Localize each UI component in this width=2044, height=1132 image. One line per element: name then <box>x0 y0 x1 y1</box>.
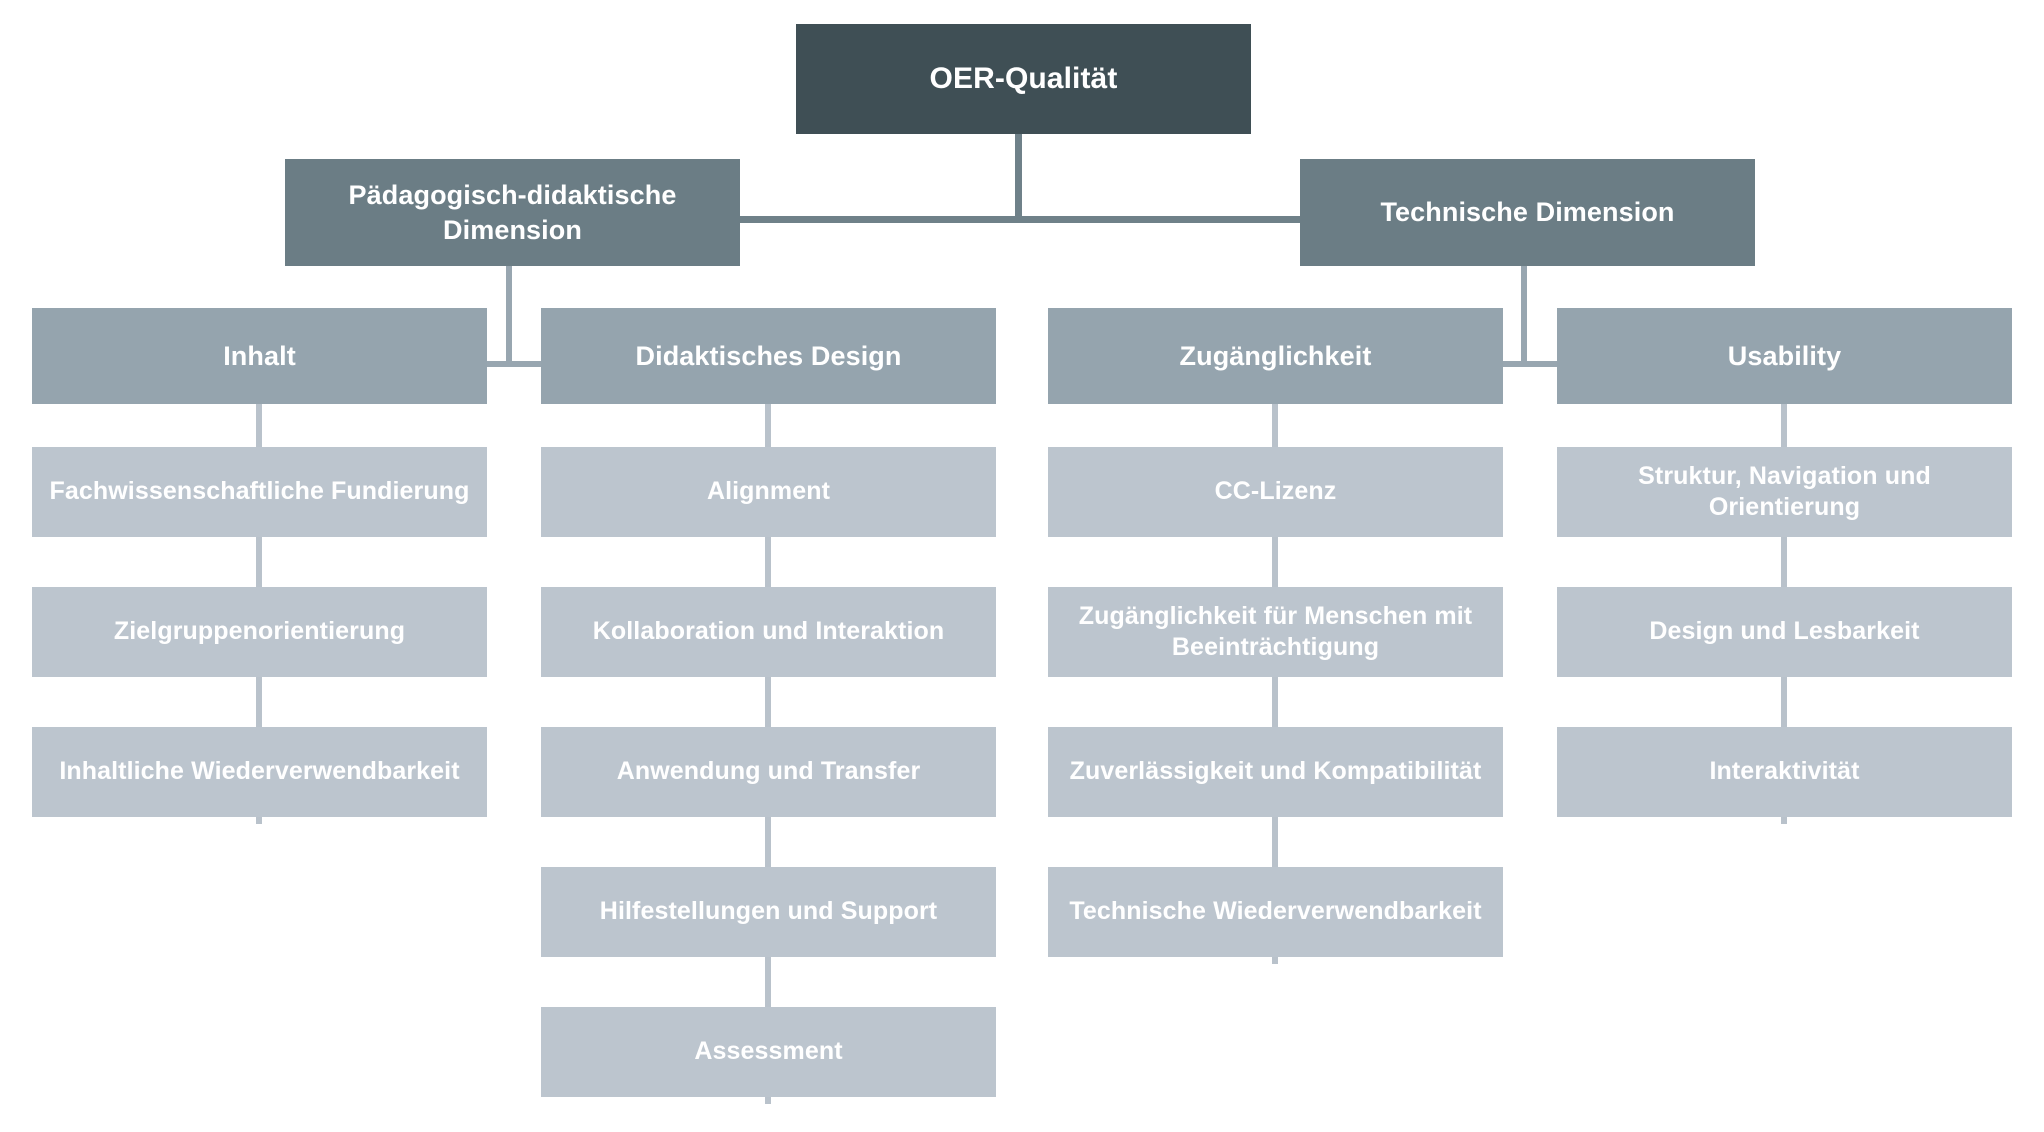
node-leaf-usability-3[interactable]: Interaktivität <box>1557 727 2012 817</box>
node-leaf-didaktisches-design-5[interactable]: Assessment <box>541 1007 996 1097</box>
node-label: Hilfestellungen und Support <box>599 897 938 926</box>
connector-left-dimension-horizontal <box>486 361 546 367</box>
node-label: OER-Qualität <box>929 62 1118 96</box>
node-leaf-zugaenglichkeit-1[interactable]: CC-Lizenz <box>1048 447 1503 537</box>
node-label: Kollaboration und Interaktion <box>592 617 945 646</box>
node-category-inhalt[interactable]: Inhalt <box>32 308 487 404</box>
node-root-oer-qualitaet[interactable]: OER-Qualität <box>796 24 1251 134</box>
node-label: Didaktisches Design <box>635 340 902 371</box>
node-label: Zugänglichkeit <box>1179 340 1372 371</box>
connector-left-dimension-vertical <box>506 266 512 366</box>
node-label: Struktur, Navigation und Orientierung <box>1638 461 1931 522</box>
node-label: Inhaltliche Wiederverwendbarkeit <box>59 757 460 786</box>
node-label: Technische Wiederverwendbarkeit <box>1069 897 1482 926</box>
node-label: CC-Lizenz <box>1214 477 1337 506</box>
node-label: Design und Lesbarkeit <box>1649 617 1920 646</box>
node-label: Assessment <box>694 1037 843 1066</box>
node-leaf-zugaenglichkeit-4[interactable]: Technische Wiederverwendbarkeit <box>1048 867 1503 957</box>
node-label: Inhalt <box>223 340 296 371</box>
node-category-usability[interactable]: Usability <box>1557 308 2012 404</box>
node-label: Anwendung und Transfer <box>616 757 921 786</box>
node-label: Zielgruppenorientierung <box>113 617 406 646</box>
node-leaf-inhalt-2[interactable]: Zielgruppenorientierung <box>32 587 487 677</box>
node-leaf-didaktisches-design-3[interactable]: Anwendung und Transfer <box>541 727 996 817</box>
node-leaf-usability-1[interactable]: Struktur, Navigation und Orientierung <box>1557 447 2012 537</box>
connector-right-dimension-vertical <box>1521 266 1527 366</box>
node-leaf-didaktisches-design-1[interactable]: Alignment <box>541 447 996 537</box>
node-leaf-didaktisches-design-2[interactable]: Kollaboration und Interaktion <box>541 587 996 677</box>
node-label: Zuverlässigkeit und Kompatibilität <box>1069 757 1482 786</box>
node-leaf-zugaenglichkeit-3[interactable]: Zuverlässigkeit und Kompatibilität <box>1048 727 1503 817</box>
node-dimension-paedagogisch-didaktische[interactable]: Pädagogisch-didaktische Dimension <box>285 159 740 266</box>
node-label: Technische Dimension <box>1380 197 1675 228</box>
node-leaf-zugaenglichkeit-2[interactable]: Zugänglichkeit für Menschen mit Beeinträ… <box>1048 587 1503 677</box>
node-label: Zugänglichkeit für Menschen mit Beeinträ… <box>1078 601 1473 662</box>
connector-spine-zugaenglichkeit <box>1272 404 1278 964</box>
node-label: Alignment <box>706 477 831 506</box>
node-leaf-inhalt-1[interactable]: Fachwissenschaftliche Fundierung <box>32 447 487 537</box>
node-label: Interaktivität <box>1709 757 1860 786</box>
node-label: Usability <box>1727 340 1842 371</box>
node-leaf-inhalt-3[interactable]: Inhaltliche Wiederverwendbarkeit <box>32 727 487 817</box>
connector-root-vertical <box>1015 134 1022 222</box>
node-dimension-technische[interactable]: Technische Dimension <box>1300 159 1755 266</box>
node-label: Pädagogisch-didaktische Dimension <box>348 180 677 245</box>
node-category-didaktisches-design[interactable]: Didaktisches Design <box>541 308 996 404</box>
connector-dimension-horizontal <box>735 216 1305 223</box>
node-leaf-didaktisches-design-4[interactable]: Hilfestellungen und Support <box>541 867 996 957</box>
node-label: Fachwissenschaftliche Fundierung <box>49 477 470 506</box>
node-leaf-usability-2[interactable]: Design und Lesbarkeit <box>1557 587 2012 677</box>
node-category-zugaenglichkeit[interactable]: Zugänglichkeit <box>1048 308 1503 404</box>
connector-right-dimension-horizontal <box>1500 361 1560 367</box>
